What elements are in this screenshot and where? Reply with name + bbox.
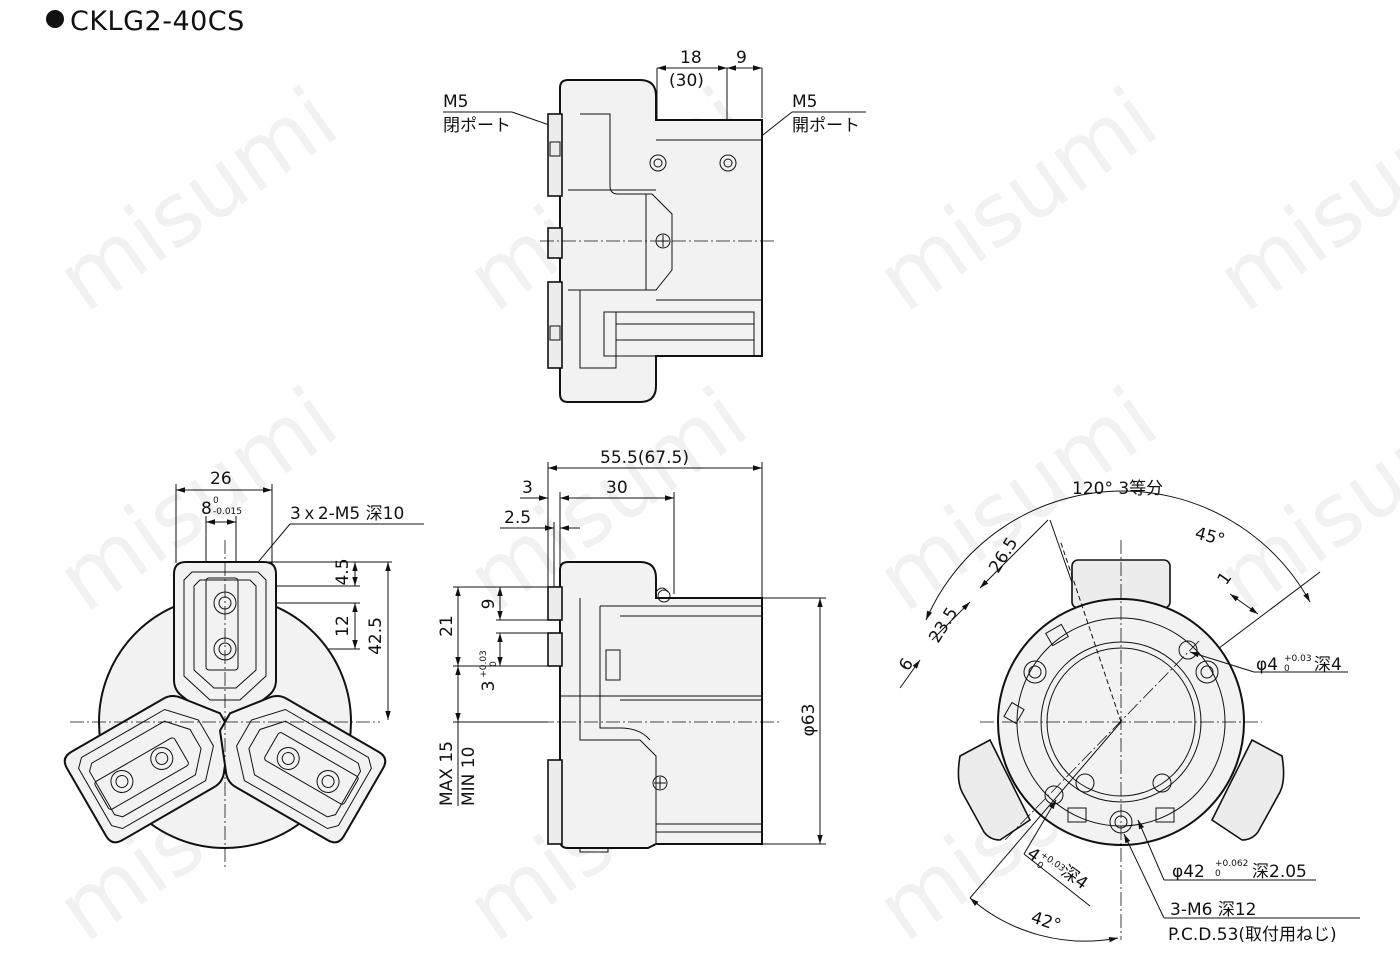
recess-upper: +0.062	[1215, 859, 1248, 869]
front-dim-8-lower: -0.015	[213, 507, 242, 517]
front-dim-8: 8	[201, 499, 212, 519]
front-dim-8-upper: 0	[213, 496, 219, 506]
side-dim-21: 21	[437, 615, 457, 637]
side-dim-30: 30	[606, 478, 628, 498]
side-dim-9: 9	[479, 599, 499, 610]
stroke-max: MAX 15	[437, 741, 457, 806]
front-dim-12: 12	[333, 615, 353, 637]
dim-1: 1	[1214, 569, 1237, 589]
front-dim-26: 26	[210, 469, 232, 489]
close-port-size: M5	[443, 92, 468, 112]
front-view: 26 8 0 -0.015 3ｘ2-M5 深10 4.5 12 42.5	[63, 469, 424, 870]
top-dim-30: (30)	[669, 71, 704, 91]
side-dim-3: 3	[522, 478, 533, 498]
pin-hole-depth: 深4	[1314, 655, 1342, 675]
angle-45: 45°	[1193, 524, 1227, 551]
recess-depth: 深2.05	[1252, 862, 1307, 882]
side-dia-63: φ63	[799, 704, 819, 737]
dim-26-5: 26.5	[985, 534, 1022, 577]
bullet-icon	[46, 10, 64, 28]
side-dim-2-5: 2.5	[504, 508, 531, 528]
angle-42: 42°	[1028, 908, 1063, 936]
bottom-view: 120° 3等分 45° 26.5 23.5 6 1	[895, 479, 1360, 945]
pin-hole-upper: +0.03	[1284, 654, 1312, 664]
recess-lower: 0	[1215, 869, 1221, 879]
front-dim-4-5: 4.5	[333, 558, 353, 585]
page-title: CKLG2-40CS	[46, 6, 245, 37]
front-dim-42-5: 42.5	[366, 617, 386, 655]
side-view: 55.5(67.5) 3 30 2.5 9 21 3 +0.03 0 MAX 1…	[437, 448, 826, 853]
front-holes-label: 3ｘ2-M5 深10	[290, 504, 404, 524]
pin-hole-lower: 0	[1284, 664, 1290, 674]
pcd-label: P.C.D.53(取付用ねじ)	[1168, 925, 1337, 945]
open-port-size: M5	[792, 92, 817, 112]
dim-6: 6	[895, 655, 918, 675]
pin-hole-label: φ4	[1256, 655, 1278, 675]
stroke-min: MIN 10	[459, 747, 479, 806]
side-dim-3b-lower: 0	[489, 661, 499, 667]
open-port-label: 開ポート	[792, 116, 860, 136]
recess-label: φ42	[1172, 862, 1205, 882]
model-name: CKLG2-40CS	[70, 6, 245, 37]
top-view: 18 (30) 9 M5 閉ポート M5 開ポート	[443, 48, 866, 403]
close-port-label: 閉ポート	[443, 116, 511, 136]
side-dim-55-5: 55.5(67.5)	[600, 448, 689, 468]
top-dim-18: 18	[680, 48, 702, 68]
side-dim-3b-upper: +0.03	[479, 650, 489, 678]
mount-holes-label: 3-M6 深12	[1170, 900, 1256, 920]
angle-120-label: 120° 3等分	[1072, 479, 1163, 499]
top-dim-9: 9	[736, 48, 747, 68]
side-dim-3b: 3	[479, 681, 499, 692]
